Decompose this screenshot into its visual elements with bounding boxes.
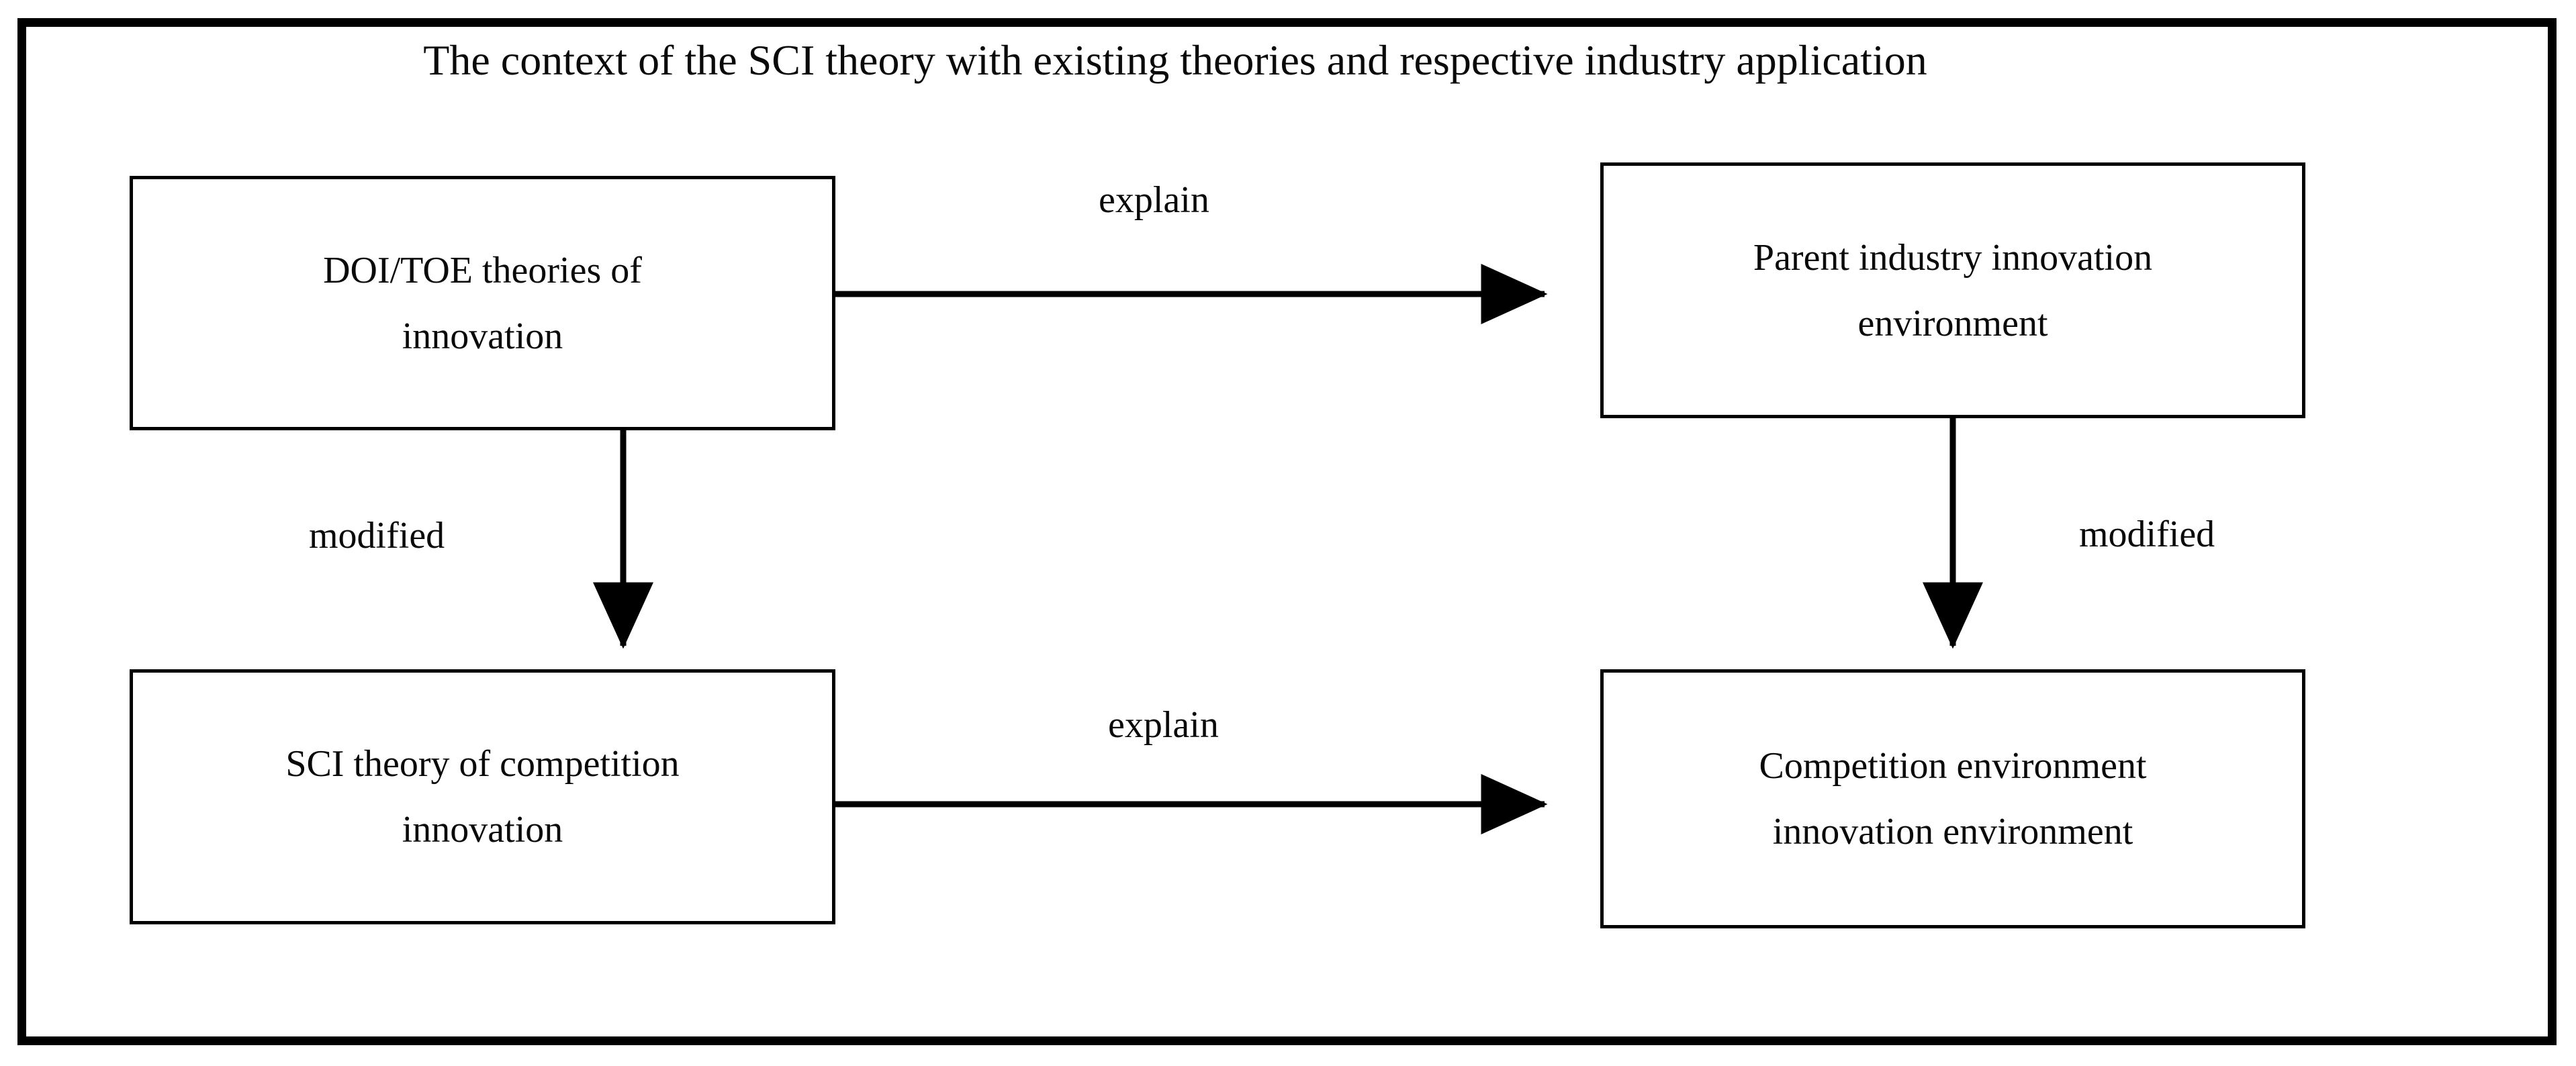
edge-label-doi-to-sci: modified	[309, 515, 445, 556]
node-label-line1: Parent industry innovation	[1753, 236, 2153, 279]
node-parent-industry-innovation-environment[interactable]: Parent industry innovation environment	[1600, 162, 2305, 418]
node-label-line2: innovation environment	[1772, 811, 2133, 853]
node-label-line1: SCI theory of competition	[285, 743, 680, 785]
edge-label-sci-to-competition: explain	[1108, 704, 1219, 746]
node-label-line2: environment	[1857, 302, 2048, 344]
node-competition-environment[interactable]: Competition environment innovation envir…	[1600, 669, 2305, 928]
node-label-line1: DOI/TOE theories of	[323, 249, 642, 291]
node-label-line1: Competition environment	[1759, 745, 2147, 787]
node-doi-toe-theories[interactable]: DOI/TOE theories of innovation	[130, 176, 835, 430]
page-title: The context of the SCI theory with exist…	[423, 36, 1927, 84]
node-label-line2: innovation	[402, 315, 563, 357]
node-sci-theory-of-competition-innovation[interactable]: SCI theory of competition innovation	[130, 669, 835, 924]
node-label-line2: innovation	[402, 809, 563, 851]
edge-label-parent-to-competition: modified	[2079, 514, 2215, 555]
edge-label-doi-to-parent: explain	[1099, 179, 1209, 221]
